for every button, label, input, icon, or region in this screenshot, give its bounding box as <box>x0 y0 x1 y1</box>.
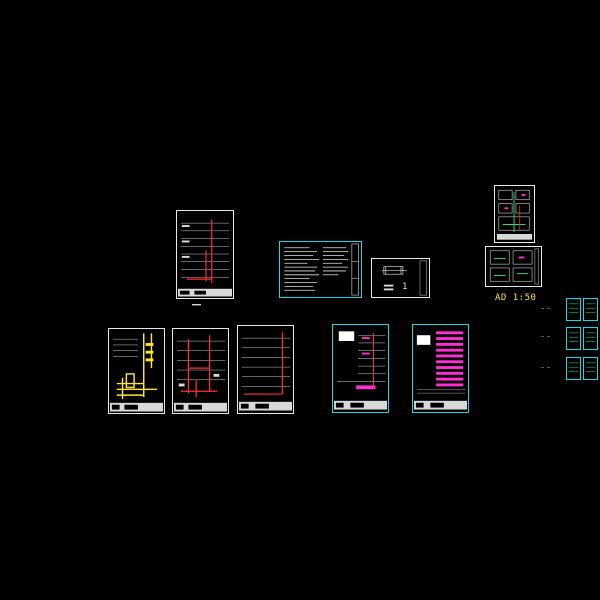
drawing-sheet-line-riser[interactable] <box>237 325 294 414</box>
schedule-table-1 <box>333 331 388 410</box>
detail-drawing <box>381 260 427 296</box>
legend-1a-graphic <box>568 303 579 313</box>
legend-3b-graphic <box>585 362 596 372</box>
plan-detail-diagram <box>489 248 539 285</box>
legend-sheet-1b[interactable] <box>583 298 598 321</box>
line-riser-diagram <box>238 332 293 411</box>
drawing-sheet-detail[interactable]: 1 <box>371 258 430 298</box>
legend-1b-graphic <box>585 303 596 313</box>
drawing-sheet-schedule-2[interactable] <box>412 324 469 413</box>
drawing-sheet-schedule-1[interactable] <box>332 324 389 413</box>
drawing-sheet-notes[interactable] <box>279 241 362 298</box>
legend-sheet-3a[interactable] <box>566 357 581 380</box>
legend-sheet-1a[interactable] <box>566 298 581 321</box>
legend-2a-graphic <box>568 332 579 342</box>
sheet-caption-riser-top: ▬▬▬ <box>192 302 202 308</box>
drawing-sheet-yellow-riser[interactable] <box>108 328 165 414</box>
legend-2b-graphic <box>585 332 596 342</box>
drawing-sheet-riser-top[interactable] <box>176 210 234 299</box>
legend-caption-1: — — <box>541 306 551 312</box>
legend-caption-3: — — <box>541 365 551 371</box>
drawing-sheet-red-riser[interactable] <box>172 328 229 414</box>
scale-label: AD 1:50 <box>495 293 537 303</box>
floor-plan-diagram <box>496 189 533 240</box>
legend-3a-graphic <box>568 362 579 372</box>
notes-text-block <box>284 243 359 296</box>
drawing-sheet-plan-top-right[interactable] <box>494 185 535 243</box>
detail-title-number: 1 <box>402 282 408 292</box>
schedule-table-2 <box>413 331 468 410</box>
yellow-riser-diagram <box>109 333 164 412</box>
drawing-sheet-plan-right[interactable] <box>485 246 542 287</box>
red-riser-diagram <box>173 335 228 412</box>
legend-sheet-2b[interactable] <box>583 327 598 350</box>
riser-diagram <box>177 219 233 297</box>
legend-caption-2: — — <box>541 334 551 340</box>
legend-sheet-3b[interactable] <box>583 357 598 380</box>
legend-sheet-2a[interactable] <box>566 327 581 350</box>
